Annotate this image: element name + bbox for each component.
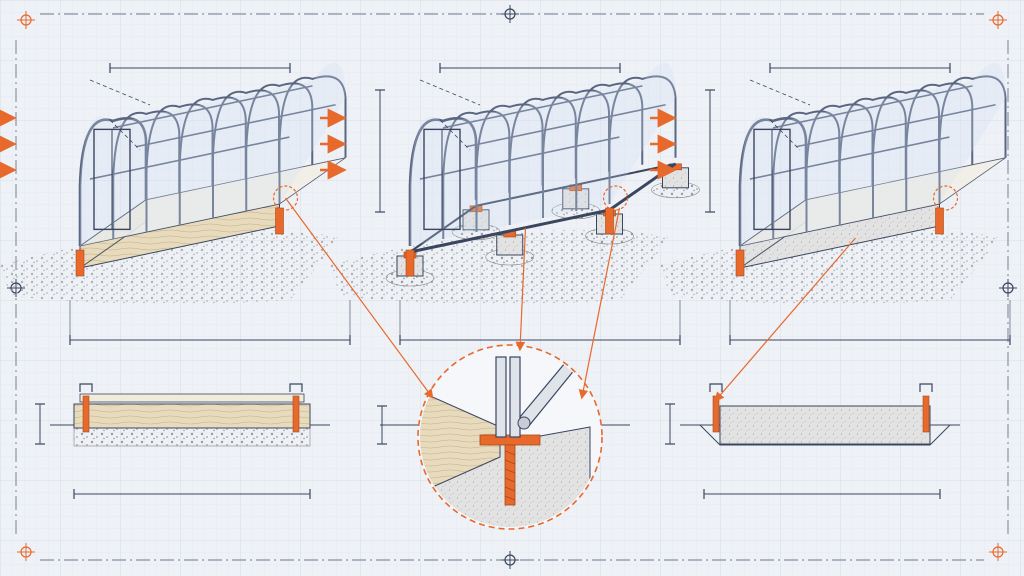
crosshair-icon xyxy=(17,11,35,29)
frame-post xyxy=(509,356,521,438)
crosshair-icon xyxy=(17,543,35,561)
leader-arrow xyxy=(578,207,621,400)
frame-hoop xyxy=(78,117,148,246)
anchor-bracket-icon xyxy=(935,207,944,235)
section-views xyxy=(35,383,960,499)
frame-hoop xyxy=(838,96,907,225)
anchor-bracket-icon xyxy=(289,383,303,392)
frame-hoop xyxy=(212,89,280,218)
frame-hoop xyxy=(542,89,610,218)
polycarbonate-cover xyxy=(410,62,676,246)
frame-hoop xyxy=(772,110,841,239)
frame-hoop xyxy=(872,89,940,218)
frame-hoop xyxy=(112,110,181,239)
crosshair-icon xyxy=(501,551,519,569)
purlin xyxy=(89,136,290,180)
purlin xyxy=(112,85,313,129)
leader-line xyxy=(769,119,801,151)
crosshair-icon xyxy=(989,11,1007,29)
bolt-thread xyxy=(504,477,516,483)
timber-sill xyxy=(420,386,501,498)
purlin xyxy=(772,85,973,129)
polycarbonate-cover xyxy=(740,62,1006,246)
frame-hoop xyxy=(508,96,577,225)
concrete-strip xyxy=(719,405,931,445)
bolt-thread xyxy=(504,486,516,492)
leader-line xyxy=(89,79,151,106)
leader-arrow xyxy=(515,227,527,352)
timber-beam xyxy=(73,403,311,429)
purlin xyxy=(795,103,996,148)
frame-hoop xyxy=(938,75,1007,204)
callout-circle xyxy=(272,185,299,211)
callout-circle xyxy=(932,185,959,211)
trench xyxy=(699,424,951,446)
frame-hoop xyxy=(738,117,808,246)
frame-hoop xyxy=(608,75,677,204)
frame-hoop xyxy=(442,110,511,239)
frame-hoop xyxy=(278,75,347,204)
leader-line xyxy=(439,119,471,151)
bolt-head xyxy=(517,416,531,430)
crosshair-icon xyxy=(501,5,519,23)
section-concrete xyxy=(665,383,960,499)
anchor-detail-callout xyxy=(285,197,856,530)
anchor-bracket-icon xyxy=(275,207,284,235)
frame-hoop xyxy=(475,103,544,232)
frame-hoop xyxy=(245,82,314,211)
crosshair-icon xyxy=(999,279,1017,297)
bolt-thread xyxy=(504,450,516,456)
greenhouse-pier-block-base xyxy=(320,62,715,345)
anchor-bracket-icon xyxy=(79,383,93,392)
frame-hoop xyxy=(575,82,644,211)
leader-arrow xyxy=(714,237,856,402)
frame-hoop xyxy=(905,82,974,211)
crosshair-icon xyxy=(989,543,1007,561)
leader-arrow xyxy=(285,197,434,399)
frame-hoop xyxy=(178,96,247,225)
bolt-thread xyxy=(504,459,516,465)
anchor-bracket-icon xyxy=(605,207,614,235)
leader-line xyxy=(749,79,811,106)
anchor-bracket-icon xyxy=(75,249,85,277)
frame-hoop xyxy=(805,103,874,232)
bolt-thread xyxy=(504,495,516,501)
callout-circle xyxy=(602,185,629,211)
purlin xyxy=(442,85,643,129)
purlin xyxy=(419,136,620,180)
anchor-bracket-icon xyxy=(405,249,415,277)
anchor-bolt xyxy=(922,395,930,433)
frame-post xyxy=(495,356,507,438)
anchor-bolt xyxy=(292,395,300,433)
purlin xyxy=(465,103,666,148)
anchor-bracket-icon xyxy=(919,383,933,392)
section-timber xyxy=(35,383,330,499)
polycarbonate-cover xyxy=(80,62,346,246)
anchor-bolt xyxy=(504,444,516,506)
greenhouse-timber-frame-base xyxy=(0,62,385,345)
frame-hoop xyxy=(408,117,478,246)
anchor-bracket-icon xyxy=(735,249,745,277)
purlin xyxy=(135,103,336,148)
gravel-bed xyxy=(73,427,311,447)
frame-hoop xyxy=(145,103,214,232)
leader-line xyxy=(109,119,141,151)
anchor-bracket-icon xyxy=(709,383,723,392)
anchor-bolt xyxy=(82,395,90,433)
purlin xyxy=(749,136,950,180)
leader-line xyxy=(419,79,481,106)
bolt-thread xyxy=(504,468,516,474)
anchor-bolt xyxy=(712,395,720,433)
timber-top xyxy=(79,393,305,403)
pier-block xyxy=(496,234,524,256)
